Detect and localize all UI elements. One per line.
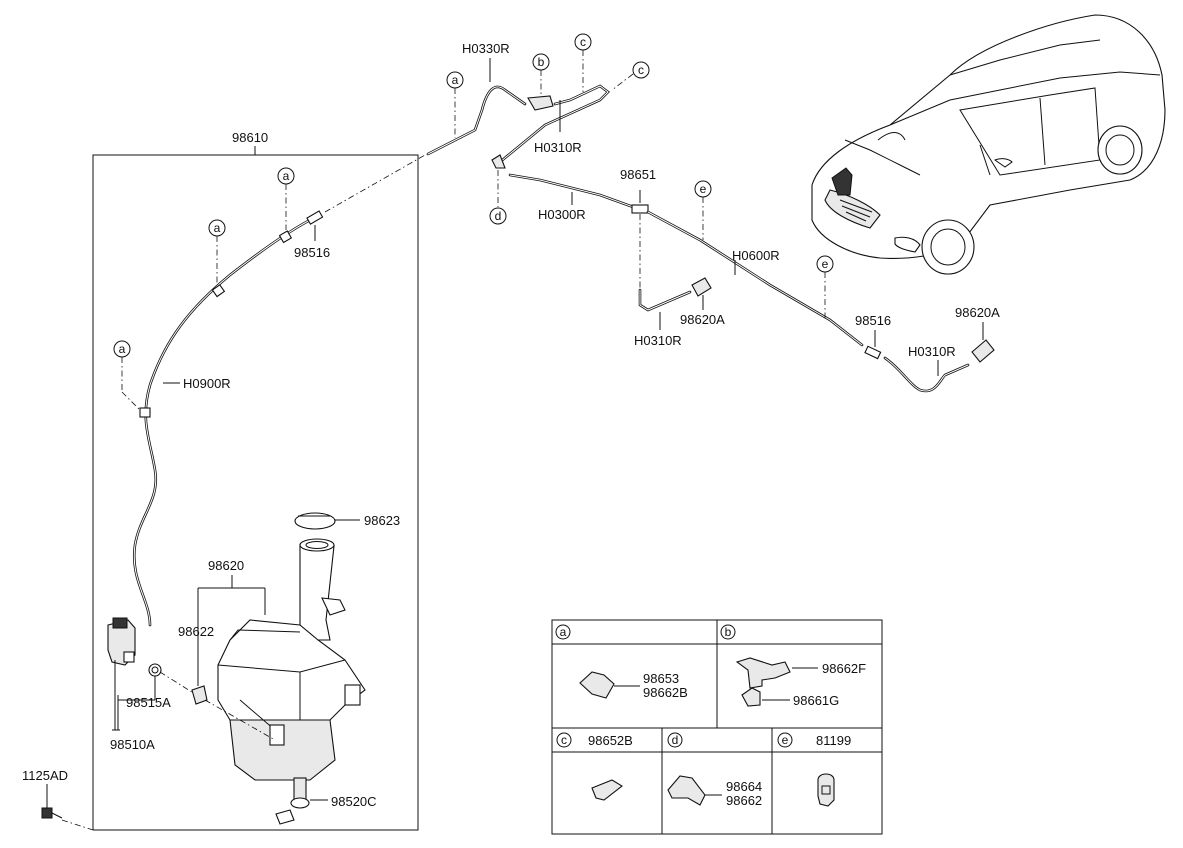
t-connector-98651 xyxy=(631,190,649,290)
label-98516-right: 98516 xyxy=(855,313,891,328)
svg-text:d: d xyxy=(672,733,679,747)
legend-d-part-1: 98664 xyxy=(726,779,762,794)
label-1125ad: 1125AD xyxy=(22,768,68,783)
callout-e-1: e xyxy=(694,180,712,240)
filler-cap-98623 xyxy=(294,512,360,530)
svg-text:e: e xyxy=(700,182,707,196)
callout-c-1: c xyxy=(574,33,592,92)
label-98520c: 98520C xyxy=(331,794,377,809)
svg-text:d: d xyxy=(495,209,502,223)
legend-b-part-2: 98661G xyxy=(793,693,839,708)
hose-h0330r xyxy=(426,58,527,156)
legend-table xyxy=(551,619,883,835)
label-98610: 98610 xyxy=(232,130,268,145)
legend-cell-a: a 98653 98662B xyxy=(555,624,688,700)
svg-text:c: c xyxy=(561,733,567,747)
callout-b: b xyxy=(527,53,554,111)
label-98620: 98620 xyxy=(208,558,244,573)
label-h0310r-top: H0310R xyxy=(534,140,582,155)
legend-a-part-2: 98662B xyxy=(643,685,688,700)
clip-a-3 xyxy=(139,407,151,418)
bolt-1125ad xyxy=(41,784,94,831)
svg-text:a: a xyxy=(119,342,126,356)
nozzle-98620a-mid xyxy=(691,277,712,310)
clip-a-1 xyxy=(278,230,293,244)
legend-e-part: 81199 xyxy=(816,733,851,748)
callout-a-top: a xyxy=(277,167,295,230)
legend-d-part-2: 98662 xyxy=(726,793,762,808)
vehicle-illustration xyxy=(811,14,1166,275)
svg-text:a: a xyxy=(560,625,567,639)
filter-98622 xyxy=(191,587,266,705)
svg-text:b: b xyxy=(538,55,545,69)
connector-98516-right xyxy=(864,330,882,360)
hose-h0900r xyxy=(132,216,316,627)
label-98515a: 98515A xyxy=(126,695,171,710)
reservoir-assembly-frame: 98610 xyxy=(92,130,419,831)
callout-e-2: e xyxy=(816,255,834,318)
hose-h0600r xyxy=(646,210,864,347)
level-sensor-98520c xyxy=(275,777,328,825)
grommet-98515a xyxy=(118,663,162,701)
svg-text:e: e xyxy=(822,257,829,271)
label-98620a-mid: 98620A xyxy=(680,312,725,327)
label-98510a: 98510A xyxy=(110,737,155,752)
label-h0300r: H0300R xyxy=(538,207,586,222)
hose-h0300r xyxy=(508,173,638,210)
callout-a-top-hose: a xyxy=(446,71,464,138)
svg-text:c: c xyxy=(638,63,644,77)
svg-text:c: c xyxy=(580,35,586,49)
callout-c-2: c xyxy=(611,61,650,91)
legend-a-part-1: 98653 xyxy=(643,671,679,686)
label-98622: 98622 xyxy=(178,624,214,639)
label-98620a-right: 98620A xyxy=(955,305,1000,320)
legend-cell-b: b 98662F 98661G xyxy=(720,624,866,708)
svg-text:a: a xyxy=(452,73,459,87)
svg-text:a: a xyxy=(283,169,290,183)
label-h0330r: H0330R xyxy=(462,41,510,56)
legend-cell-d: d 98664 98662 xyxy=(667,732,762,808)
hose-h0310r-right xyxy=(883,356,970,393)
legend-b-part-1: 98662F xyxy=(822,661,866,676)
label-h0310r-mid: H0310R xyxy=(634,333,682,348)
washer-pump-98510a xyxy=(107,617,136,731)
label-98651: 98651 xyxy=(620,167,656,182)
callout-a-low: a xyxy=(113,340,141,411)
washer-reservoir xyxy=(217,538,366,781)
callout-d: d xyxy=(489,154,507,225)
label-98516-left: 98516 xyxy=(294,245,330,260)
legend-cell-c: c 98652B xyxy=(556,732,633,801)
hose-h0310r-top xyxy=(498,84,610,164)
svg-text:e: e xyxy=(782,733,789,747)
leader-dash xyxy=(324,154,426,213)
svg-text:b: b xyxy=(725,625,732,639)
legend-cell-e: e 81199 xyxy=(777,732,851,807)
label-h0310r-right: H0310R xyxy=(908,344,956,359)
callout-a-mid: a xyxy=(208,219,226,285)
clip-a-2 xyxy=(211,284,226,298)
label-h0600r: H0600R xyxy=(732,248,780,263)
label-98623: 98623 xyxy=(364,513,400,528)
nozzle-98620a-right xyxy=(971,322,995,363)
label-h0900r: H0900R xyxy=(183,376,231,391)
svg-text:a: a xyxy=(214,221,221,235)
connector-98516-left xyxy=(306,210,324,241)
legend-c-part: 98652B xyxy=(588,733,633,748)
hose-h0310r-mid xyxy=(638,288,692,330)
